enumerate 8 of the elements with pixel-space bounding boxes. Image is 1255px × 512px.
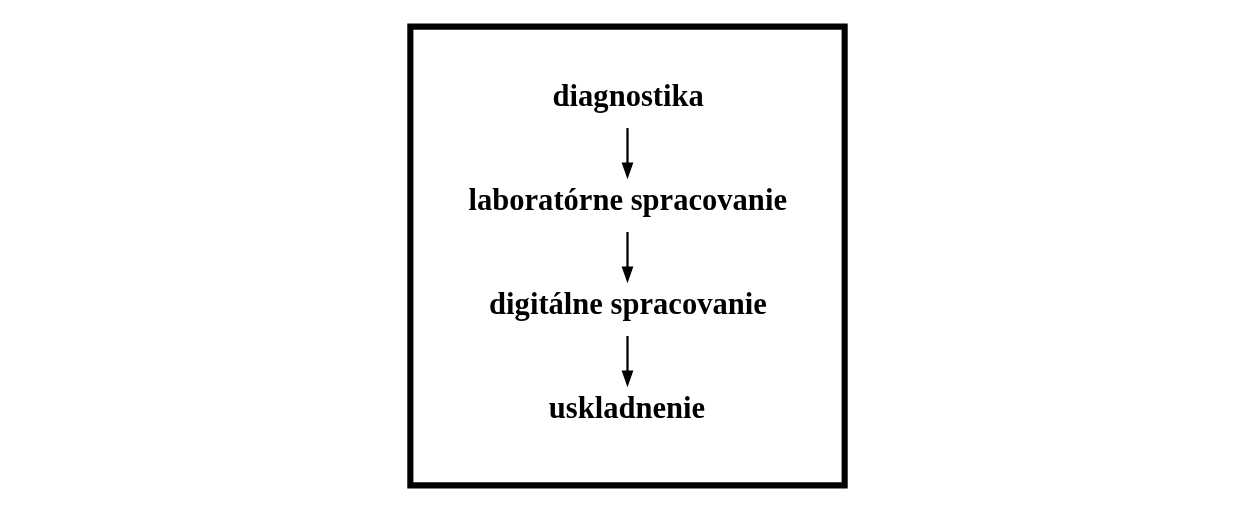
arrow bbox=[621, 232, 634, 284]
node-text: laboratórne spracovanie bbox=[468, 183, 787, 218]
cluster bbox=[407, 23, 848, 489]
node-text: digitálne spracovanie bbox=[489, 287, 767, 322]
node-text: diagnostika bbox=[552, 79, 704, 114]
arrow bbox=[621, 128, 634, 180]
arrow bbox=[621, 336, 634, 388]
node-text: uskladnenie bbox=[548, 391, 706, 426]
